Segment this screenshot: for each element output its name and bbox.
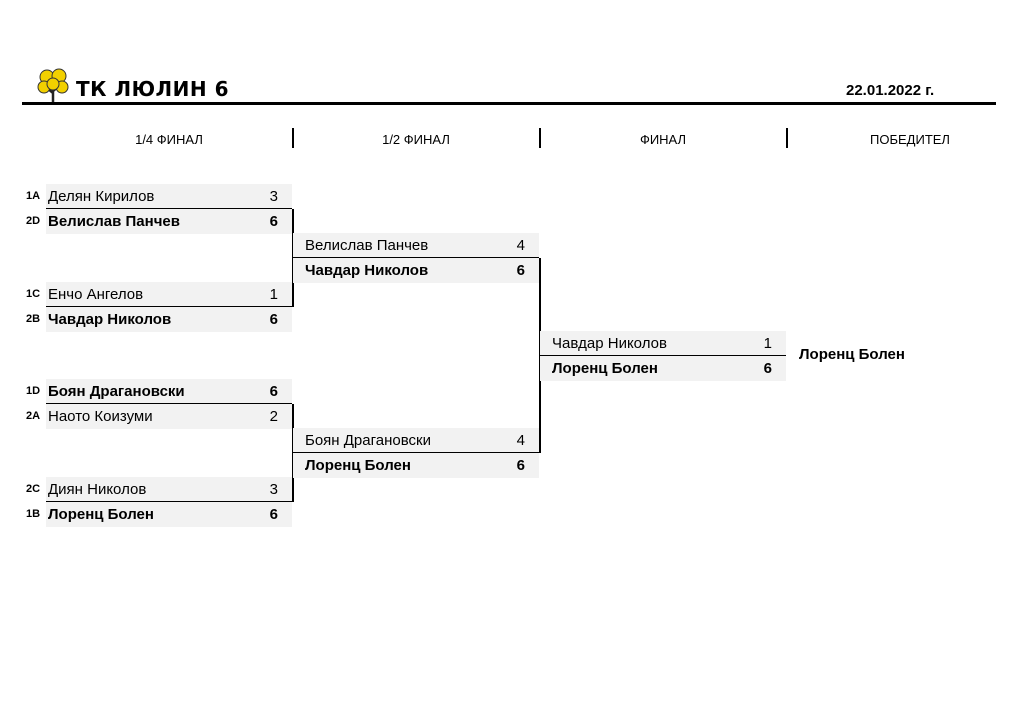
player-name: Лоренц Болен xyxy=(552,360,658,377)
player-score: 6 xyxy=(516,262,525,279)
player-score: 1 xyxy=(269,286,278,303)
player-cell: Диян Николов 3 xyxy=(46,477,292,502)
player-cell: Делян Кирилов 3 xyxy=(46,184,292,209)
player-score: 6 xyxy=(516,457,525,474)
player-name: Енчо Ангелов xyxy=(48,286,144,303)
player-cell: Велислав Панчев 4 xyxy=(293,233,539,258)
seed-label: 1A xyxy=(26,190,41,202)
player-score: 6 xyxy=(269,213,278,230)
player-cell-winner: Велислав Панчев 6 xyxy=(46,209,292,234)
round-header-final: ФИНАЛ xyxy=(639,132,687,147)
seed-label: 1C xyxy=(26,288,41,300)
player-name: Лоренц Болен xyxy=(48,506,154,523)
round-header-quarterfinal: 1/4 ФИНАЛ xyxy=(135,132,203,147)
player-name: Диян Николов xyxy=(48,481,147,498)
player-score: 3 xyxy=(269,481,278,498)
player-name: Лоренц Болен xyxy=(305,457,411,474)
player-name: Боян Драгановски xyxy=(48,383,185,400)
seed-label: 2A xyxy=(26,410,41,422)
tree-logo-icon xyxy=(36,67,70,103)
player-name: Боян Драгановски xyxy=(305,432,431,449)
player-cell-winner: Чавдар Николов 6 xyxy=(46,307,292,332)
seed-label: 2C xyxy=(26,483,41,495)
tournament-winner: Лоренц Болен xyxy=(799,346,905,363)
round-header-semifinal: 1/2 ФИНАЛ xyxy=(382,132,450,147)
player-name: Чавдар Николов xyxy=(305,262,429,279)
seed-label: 1D xyxy=(26,385,41,397)
round-header-winner: ПОБЕДИТЕЛ xyxy=(870,132,950,147)
bracket-connector xyxy=(539,258,541,453)
player-cell-winner: Чавдар Николов 6 xyxy=(293,258,539,283)
player-cell: Боян Драгановски 4 xyxy=(293,428,539,453)
bracket-connector xyxy=(292,404,294,502)
player-score: 6 xyxy=(269,311,278,328)
player-score: 6 xyxy=(269,383,278,400)
tournament-date: 22.01.2022 г. xyxy=(846,82,935,99)
player-cell-winner: Лоренц Болен 6 xyxy=(540,356,786,381)
player-cell: Чавдар Николов 1 xyxy=(540,331,786,356)
seed-label: 2D xyxy=(26,215,41,227)
bracket-connector xyxy=(292,209,294,307)
player-name: Велислав Панчев xyxy=(48,213,180,230)
player-score: 6 xyxy=(269,506,278,523)
player-cell: Енчо Ангелов 1 xyxy=(46,282,292,307)
player-name: Велислав Панчев xyxy=(305,237,429,254)
player-name: Делян Кирилов xyxy=(48,188,155,205)
club-name: ТК ЛЮЛИН 6 xyxy=(76,77,230,101)
seed-label: 1B xyxy=(26,508,41,520)
player-name: Чавдар Николов xyxy=(552,335,667,352)
player-score: 4 xyxy=(516,432,525,449)
player-name: Чавдар Николов xyxy=(48,311,172,328)
player-cell-winner: Боян Драгановски 6 xyxy=(46,379,292,404)
header-divider xyxy=(22,102,996,105)
player-score: 1 xyxy=(763,335,772,352)
round-separator xyxy=(292,128,294,148)
seed-label: 2B xyxy=(26,313,41,325)
player-cell: Наото Коизуми 2 xyxy=(46,404,292,429)
player-cell-winner: Лоренц Болен 6 xyxy=(46,502,292,527)
player-score: 4 xyxy=(516,237,525,254)
player-name: Наото Коизуми xyxy=(48,408,153,425)
round-separator xyxy=(786,128,788,148)
round-separator xyxy=(539,128,541,148)
player-score: 3 xyxy=(269,188,278,205)
player-cell-winner: Лоренц Болен 6 xyxy=(293,453,539,478)
player-score: 6 xyxy=(763,360,772,377)
player-score: 2 xyxy=(269,408,278,425)
